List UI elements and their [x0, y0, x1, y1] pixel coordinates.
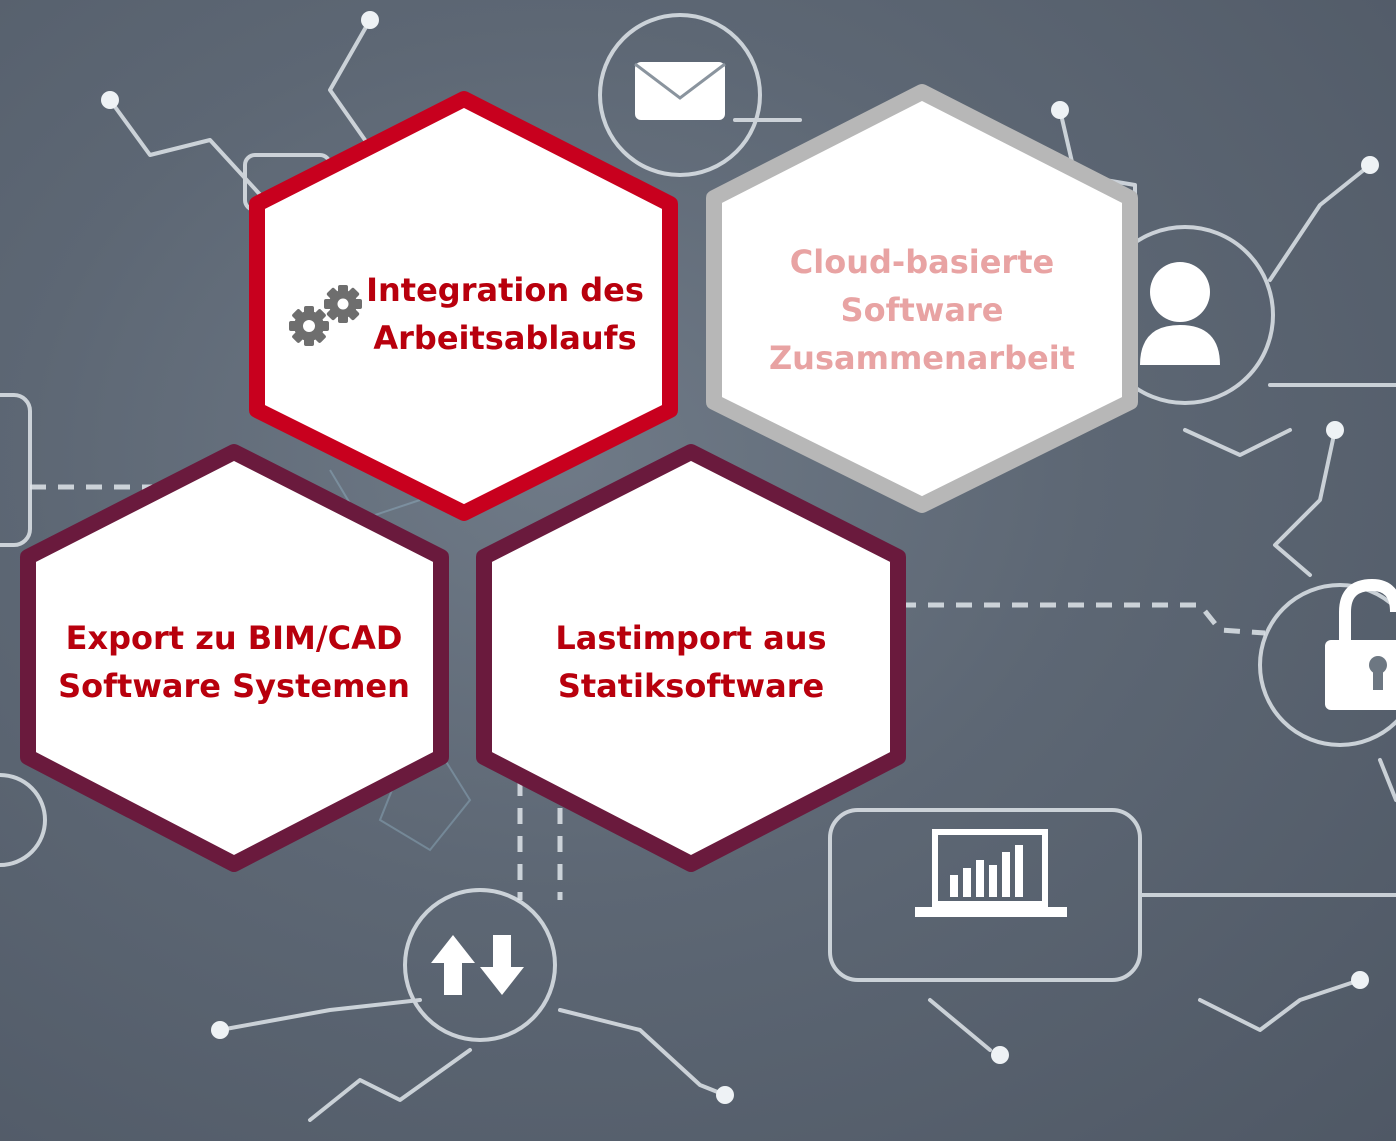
hexagon-cloud-label: Cloud-basierte Software Zusammenarbeit [742, 238, 1102, 382]
hexagon-cloud[interactable] [706, 84, 1138, 513]
hexagon-integration[interactable] [249, 91, 678, 521]
export-line-2: Software Systemen [58, 667, 410, 705]
hexagon-export-label: Export zu BIM/CAD Software Systemen [44, 614, 424, 710]
export-line-1: Export zu BIM/CAD [65, 619, 403, 657]
integration-line-1: Integration des [366, 271, 644, 309]
cloud-line-2: Software [840, 291, 1004, 329]
laptop-chart-icon [915, 829, 1067, 917]
lastimport-line-2: Statiksoftware [557, 667, 825, 705]
hexagon-integration-label: Integration des Arbeitsablaufs [360, 266, 650, 362]
hexagon-lastimport[interactable] [476, 444, 906, 872]
hexagon-export[interactable] [20, 444, 449, 872]
user-icon [1140, 262, 1220, 365]
up-down-arrows-icon [431, 935, 524, 995]
cloud-line-3: Zusammenarbeit [768, 339, 1076, 377]
lastimport-line-1: Lastimport aus [555, 619, 827, 657]
padlock-icon [1325, 578, 1396, 710]
gears-icon [289, 285, 362, 346]
cloud-line-1: Cloud-basierte [789, 243, 1055, 281]
integration-line-2: Arbeitsablaufs [373, 319, 637, 357]
envelope-icon [634, 62, 726, 120]
hexagon-lastimport-label: Lastimport aus Statiksoftware [501, 614, 881, 710]
